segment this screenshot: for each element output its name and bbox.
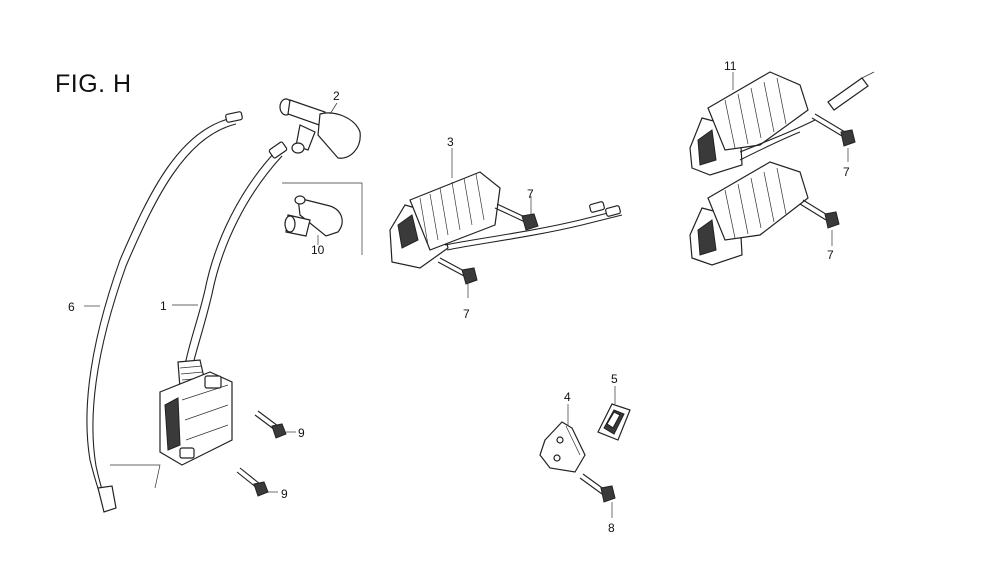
callout-7-lower-right: 7 [827, 248, 834, 262]
spark-plug-cap-part-2 [279, 98, 361, 159]
bolt-part-7-coil3-lower [437, 257, 478, 298]
bolt-part-7-lower-right [799, 199, 840, 229]
callout-9-lower: 9 [281, 487, 288, 501]
ignition-coil-body [159, 359, 233, 466]
callout-3: 3 [447, 135, 454, 149]
bolt-part-9-lower [236, 467, 278, 497]
bolt-part-7-coil11 [811, 113, 856, 147]
figure-title: FIG. H [55, 70, 132, 98]
callout-11: 11 [724, 59, 737, 73]
alternate-cap-part-10 [282, 182, 363, 255]
coil-lower-right [689, 131, 809, 266]
callout-7-coil11: 7 [843, 165, 850, 179]
ignition-lead-part-1 [184, 141, 288, 369]
callout-1: 1 [160, 299, 167, 313]
coil-part-11-upper [689, 71, 816, 176]
callout-8: 8 [608, 521, 615, 535]
callout-6: 6 [68, 300, 75, 314]
callout-5: 5 [611, 372, 618, 386]
ground-wire-part-6 [86, 111, 243, 513]
callout-9-upper: 9 [298, 426, 305, 440]
callout-4: 4 [564, 390, 571, 404]
callout-7-coil3-lower: 7 [463, 307, 470, 321]
bolt-part-9-upper [254, 410, 296, 439]
charge-coil-part-3 [389, 171, 623, 269]
pin-part-upper-right [827, 71, 875, 111]
leader-lines [84, 72, 849, 518]
pad-part-5 [597, 403, 631, 441]
bolt-part-8 [579, 473, 616, 503]
callout-10: 10 [311, 243, 325, 257]
callout-7-coil3-upper: 7 [527, 187, 534, 201]
callout-2: 2 [333, 89, 340, 103]
bolt-part-7-coil3-upper [494, 203, 539, 231]
bracket-part-4 [539, 421, 586, 473]
